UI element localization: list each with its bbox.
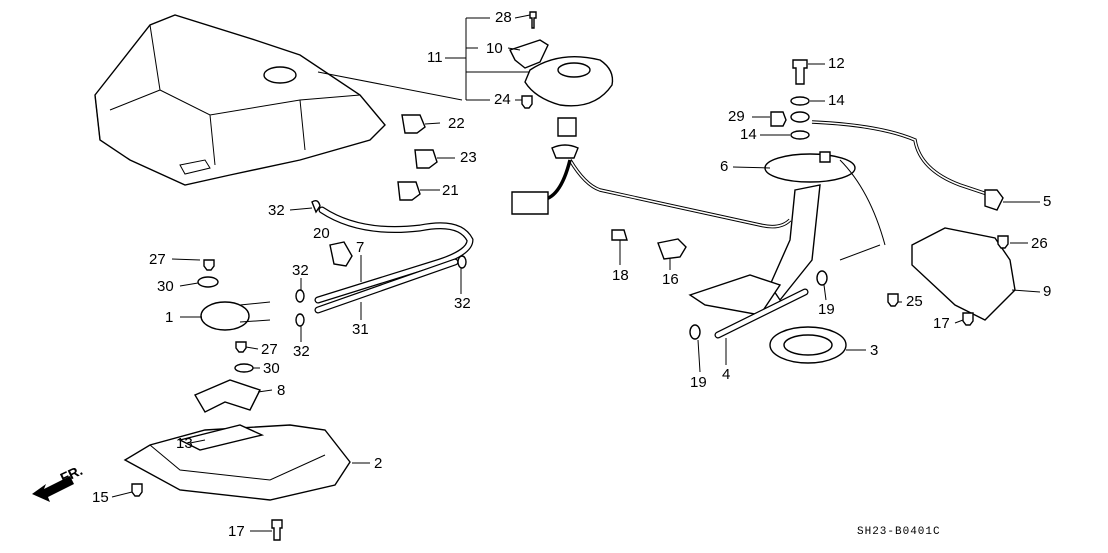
callout-29: 29	[728, 108, 745, 125]
callout-8: 8	[277, 382, 286, 399]
hoses	[314, 206, 474, 314]
callout-28: 28	[495, 9, 512, 26]
callout-6: 6	[720, 158, 729, 175]
callout-11: 11	[427, 49, 443, 66]
fuel-line-tube	[839, 244, 881, 261]
callout-31: 31	[352, 321, 369, 338]
callout-17b: 17	[933, 315, 950, 332]
valve-assembly	[197, 259, 271, 373]
callout-20: 20	[313, 225, 330, 242]
callout-7: 7	[356, 239, 365, 256]
callout-22: 21	[442, 182, 459, 199]
callout-24: 24	[494, 91, 511, 108]
callout-16: 16	[662, 271, 679, 288]
callout-bracket-11	[445, 17, 530, 101]
bolt-17b	[962, 312, 974, 326]
callout-1: 1	[165, 309, 174, 326]
callout-9: 9	[1043, 283, 1052, 300]
fuel-line-5	[811, 120, 1004, 211]
callout-21: 22	[448, 115, 465, 132]
callout-32d: 32	[293, 343, 310, 360]
callout-30a: 30	[157, 278, 174, 295]
fuel-pump-cover	[509, 11, 614, 109]
leader-tank	[317, 71, 463, 101]
bolt-17	[271, 519, 283, 541]
callout-18: 18	[612, 267, 629, 284]
callout-32c: 32	[454, 295, 471, 312]
callout-14b: 14	[740, 126, 757, 143]
drawing-code: SH23-B0401C	[857, 526, 941, 538]
bracket-8	[193, 379, 261, 413]
callout-2: 2	[374, 455, 383, 472]
leader-lines	[111, 14, 1041, 532]
clip-16	[657, 238, 687, 260]
protector-plate	[123, 424, 351, 501]
callout-25: 25	[906, 293, 923, 310]
callout-32a: 32	[268, 202, 285, 219]
callout-4: 4	[722, 366, 731, 383]
clip-19a	[816, 270, 828, 286]
bolt-15	[131, 483, 143, 497]
callout-23: 23	[460, 149, 477, 166]
bolt-26	[997, 235, 1009, 249]
callout-15: 15	[92, 489, 109, 506]
callout-30b: 30	[263, 360, 280, 377]
fuel-tank	[94, 14, 386, 186]
callout-17a: 17	[228, 523, 245, 540]
bolt-25	[887, 293, 899, 307]
fuel-pump-assembly	[688, 151, 886, 316]
clip-18	[611, 229, 628, 241]
front-arrow-icon	[32, 476, 74, 502]
callout-10: 10	[486, 40, 503, 57]
gasket-3	[769, 326, 847, 364]
callout-5: 5	[1043, 193, 1052, 210]
callout-13: 13	[176, 435, 193, 452]
callout-14a: 14	[828, 92, 845, 109]
callout-27b: 27	[261, 341, 278, 358]
callout-26: 26	[1031, 235, 1048, 252]
banjo-bolt	[770, 59, 810, 140]
clips	[311, 114, 438, 214]
callout-12: 12	[828, 55, 845, 72]
callout-32b: 32	[292, 262, 309, 279]
callout-3: 3	[870, 342, 879, 359]
clip-19b	[689, 324, 701, 340]
callout-27a: 27	[149, 251, 166, 268]
hose-clips	[295, 255, 467, 327]
callout-19a: 19	[818, 301, 835, 318]
wire-harness	[511, 117, 792, 229]
callout-19b: 19	[690, 374, 707, 391]
